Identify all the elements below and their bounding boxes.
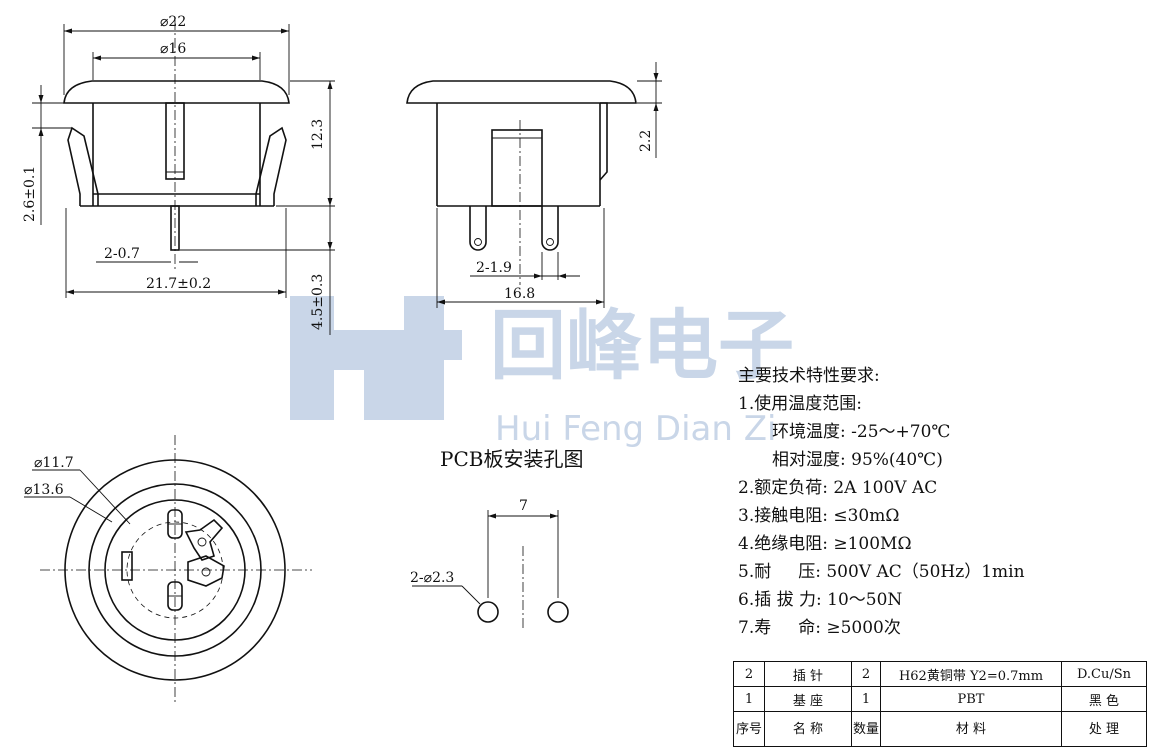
bom-cell: H62黄铜带 Y2=0.7mm [880,661,1062,687]
spec-item: 1.使用温度范围: [738,394,862,414]
dim-h12-3: 12.3 [310,119,326,150]
spec-item: 2.额定负荷: 2A 100V AC [738,478,938,498]
watermark-logo [290,296,462,420]
dim-hole-2-3: 2-⌀2.3 [410,570,454,586]
dim-d13-6: ⌀13.6 [24,482,64,498]
pcb-hole-drawing: 7 2-⌀2.3 [410,498,569,630]
dim-d11-7: ⌀11.7 [34,455,74,471]
dim-pin-0-7: 2-0.7 [104,246,140,262]
spec-item: 环境温度: -25～+70℃ [772,422,951,442]
bom-cell: D.Cu/Sn [1061,661,1147,687]
side-view: 2.2 2-1.9 16.8 [406,62,662,308]
spec-item: 5.耐 压: 500V AC（50Hz）1min [738,562,1025,582]
spec-item: 相对湿度: 95%(40℃) [772,450,943,470]
dim-pitch-7: 7 [519,498,528,514]
dim-h4-5: 4.5±0.3 [310,274,326,330]
spec-list: 主要技术特性要求: 1.使用温度范围: 环境温度: -25～+70℃ 相对湿度:… [738,362,1138,642]
pcb-title: PCB板安装孔图 [440,447,584,471]
table-row: 2 插 针 2 H62黄铜带 Y2=0.7mm D.Cu/Sn [733,661,1147,687]
bom-header-cell: 名 称 [764,711,852,747]
bottom-view: ⌀11.7 ⌀13.6 [24,435,312,705]
watermark-en: Hui Feng Dian Zi [495,409,776,449]
table-header-row: 序号 名 称 数量 材 料 处 理 [733,711,1147,747]
bom-header-cell: 数量 [851,711,881,747]
dim-w21-7: 21.7±0.2 [146,276,211,292]
bom-cell: 1 [851,686,881,712]
watermark-cn: 回峰电子 [490,301,794,390]
bom-cell: 2 [733,661,765,687]
watermark: 回峰电子 Hui Feng Dian Zi [290,296,794,449]
dim-w16-8: 16.8 [504,286,535,302]
bom-cell: 1 [733,686,765,712]
bom-cell: 基 座 [764,686,852,712]
spec-heading: 主要技术特性要求: [738,366,880,386]
dim-h2-6: 2.6±0.1 [22,166,38,222]
dim-pin-1-9: 2-1.9 [476,260,512,276]
spec-item: 4.绝缘电阻: ≥100MΩ [738,534,912,554]
bom-header-cell: 序号 [733,711,765,747]
table-row: 1 基 座 1 PBT 黑 色 [733,686,1147,712]
bom-cell: 插 针 [764,661,852,687]
dim-d22: ⌀22 [160,14,186,30]
dim-h2-2: 2.2 [638,130,654,152]
bom-cell: 黑 色 [1061,686,1147,712]
front-view: ⌀22 ⌀16 12.3 4.5±0.3 2.6±0.1 2-0.7 21.7±… [22,14,335,335]
bom-cell: 2 [851,661,881,687]
bom-table: 2 插 针 2 H62黄铜带 Y2=0.7mm D.Cu/Sn 1 基 座 1 … [733,661,1147,747]
spec-item: 3.接触电阻: ≤30mΩ [738,506,900,526]
bom-header-cell: 材 料 [880,711,1062,747]
spec-item: 6.插 拔 力: 10～50N [738,590,903,610]
bom-header-cell: 处 理 [1061,711,1147,747]
dim-d16: ⌀16 [160,41,186,57]
bom-cell: PBT [880,686,1062,712]
spec-item: 7.寿 命: ≥5000次 [738,618,901,638]
